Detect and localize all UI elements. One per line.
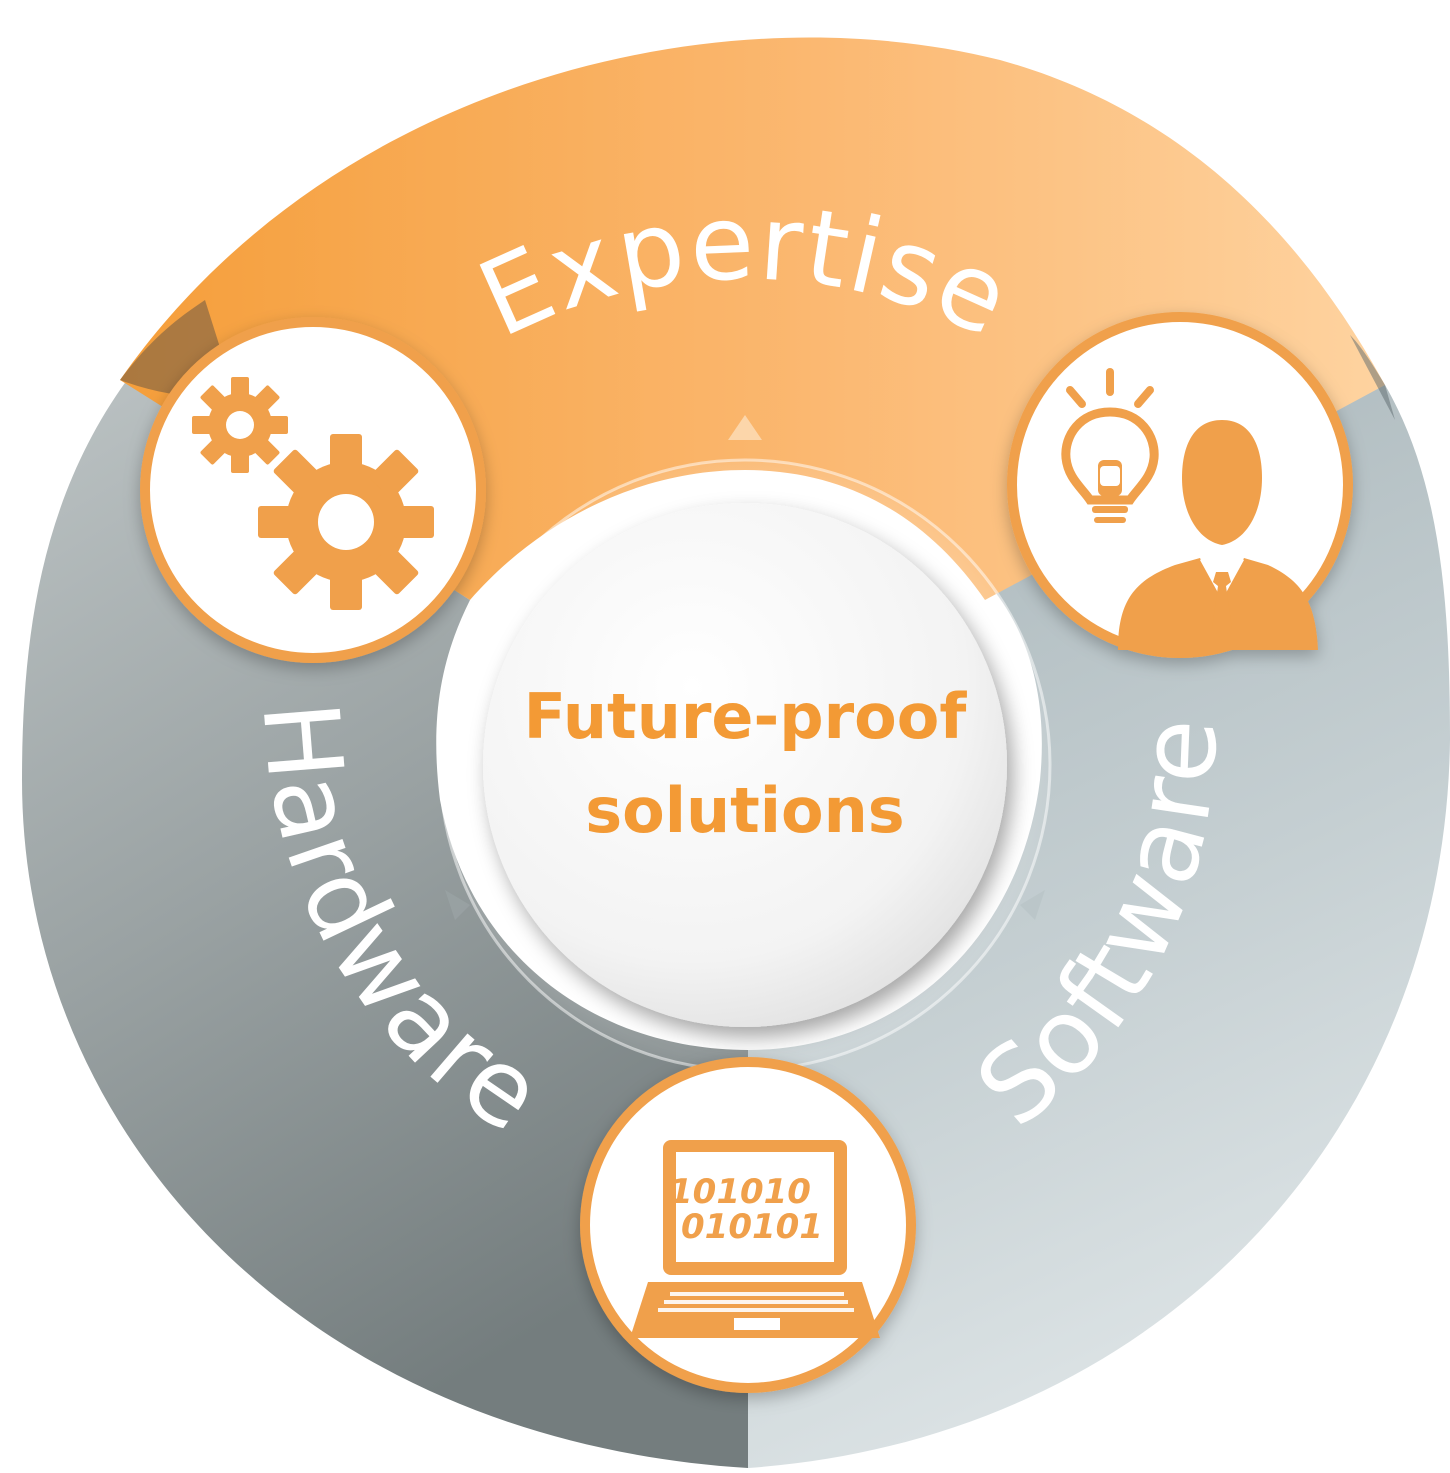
laptop-binary-icon [630, 1140, 880, 1338]
center-title-line2: solutions [585, 774, 904, 847]
laptop-badge: 101010 010101 [580, 1057, 916, 1393]
segment-software [748, 385, 1450, 1468]
segment-hardware [22, 380, 748, 1468]
lightbulb-icon [1061, 368, 1159, 523]
gears-icon [192, 377, 434, 610]
idea-badge [1007, 312, 1353, 658]
center-title-line1: Future-proof [524, 680, 968, 753]
gears-badge [140, 317, 486, 663]
binary-line-1: 101010 [669, 1172, 811, 1212]
center-hub: Future-proof solutions [438, 415, 1052, 1072]
binary-line-2: 010101 [681, 1207, 823, 1247]
segment-software-shade [1350, 335, 1395, 420]
person-icon [1118, 420, 1318, 650]
center-disc [483, 503, 1007, 1027]
